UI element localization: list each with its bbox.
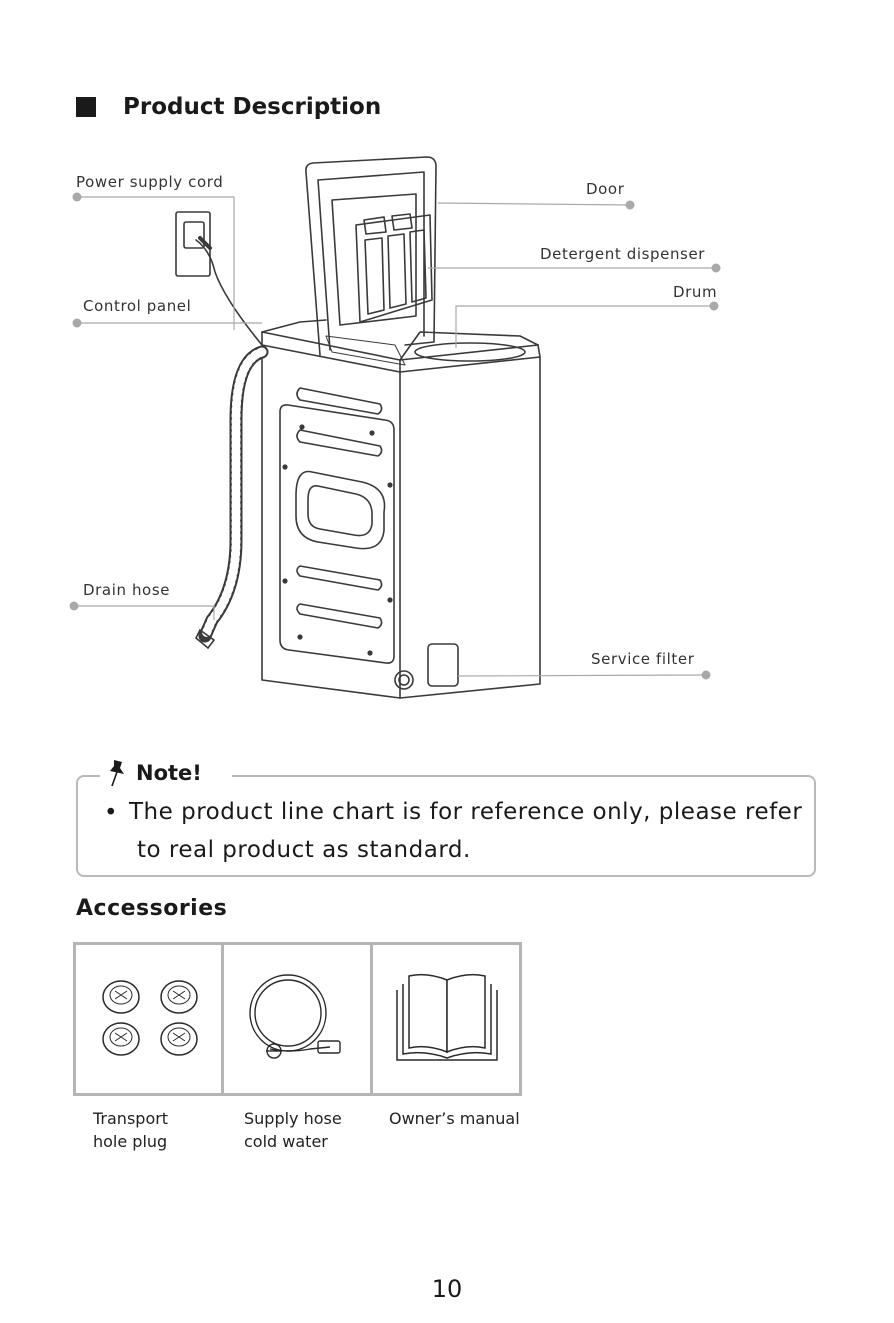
owners-manual-image bbox=[393, 968, 503, 1068]
supply-hose-image bbox=[240, 965, 350, 1075]
accessories-title: Accessories bbox=[76, 896, 227, 921]
accessory-label-supply-hose: Supply hose cold water bbox=[244, 1107, 342, 1153]
note-text-line-1: The product line chart is for reference … bbox=[129, 799, 802, 825]
note-title: Note! bbox=[136, 761, 202, 785]
callout-drum: Drum bbox=[673, 283, 717, 301]
accessories-divider bbox=[221, 942, 224, 1096]
callout-detergent-dispenser: Detergent dispenser bbox=[540, 245, 705, 263]
note-bullet: • bbox=[104, 800, 118, 826]
callout-door: Door bbox=[586, 180, 624, 198]
callout-power-supply-cord: Power supply cord bbox=[76, 173, 223, 191]
note-text-line-2: to real product as standard. bbox=[137, 837, 471, 863]
note-header: Note! bbox=[100, 758, 232, 788]
callout-service-filter: Service filter bbox=[591, 650, 695, 668]
callout-control-panel: Control panel bbox=[83, 297, 191, 315]
callout-drain-hose: Drain hose bbox=[83, 581, 170, 599]
page-number: 10 bbox=[0, 1275, 894, 1303]
washer-illustration bbox=[0, 0, 894, 720]
pushpin-icon bbox=[106, 758, 128, 788]
accessory-label-transport-hole-plug: Transport hole plug bbox=[93, 1107, 168, 1153]
accessory-label-owners-manual: Owner’s manual bbox=[389, 1107, 520, 1130]
transport-hole-plug-image bbox=[96, 972, 206, 1062]
accessories-divider bbox=[370, 942, 373, 1096]
